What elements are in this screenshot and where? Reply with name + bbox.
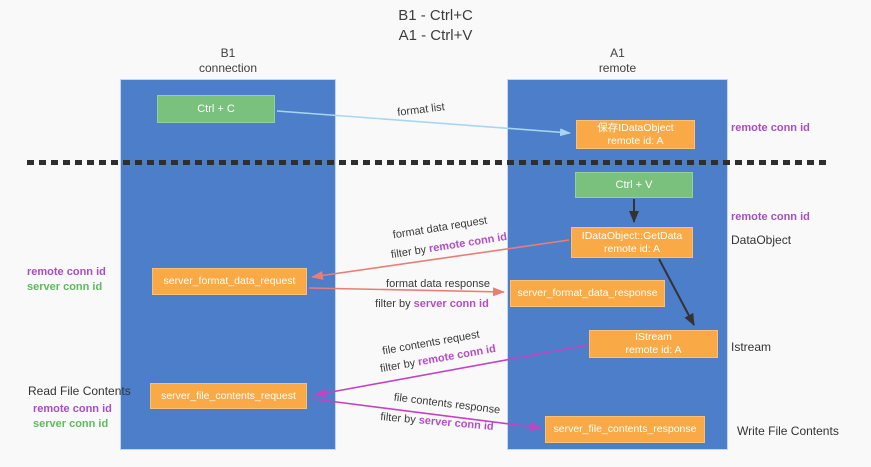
ctrl-v-label: Ctrl + V <box>615 179 653 191</box>
save-idataobject-line1: 保存IDataObject <box>597 121 674 134</box>
server-format-data-request-box: server_format_data_request <box>152 268 307 295</box>
column-b1-name: B1 <box>220 46 236 60</box>
title-line-2: A1 - Ctrl+V <box>398 27 473 44</box>
column-header-b1: B1 connection <box>120 46 336 76</box>
title-line-1: B1 - Ctrl+C <box>398 7 473 24</box>
column-b1-subtitle: connection <box>198 61 258 75</box>
column-a1-subtitle: remote <box>598 61 637 75</box>
istream-box: IStream remote id: A <box>589 330 718 358</box>
istream-side-label: Istream <box>731 340 772 354</box>
server-file-contents-request-label: server_file_contents_request <box>161 389 296 402</box>
filter-by-text: filter by <box>375 298 411 310</box>
format-data-response-label: format data response <box>386 278 490 290</box>
dataobject-label: DataObject <box>731 233 792 247</box>
save-idataobject-line2: remote id: A <box>607 134 664 147</box>
server-conn-id-highlight: server conn id <box>413 298 489 310</box>
filter-by-text: filter by <box>379 357 417 376</box>
remote-conn-id-label-top: remote conn id <box>731 122 810 134</box>
filter-by-text: filter by <box>390 243 428 262</box>
dashed-separator <box>27 160 830 165</box>
read-file-contents-label: Read File Contents <box>28 384 131 398</box>
remote-conn-id-label-left-1: remote conn id <box>27 266 106 278</box>
ctrl-c-box: Ctrl + C <box>157 95 275 123</box>
server-conn-id-highlight: server conn id <box>418 414 495 433</box>
ctrl-c-label: Ctrl + C <box>197 103 235 115</box>
server-file-contents-response-box: server_file_contents_response <box>545 416 705 443</box>
getdata-line1: IDataObject::GetData <box>581 229 683 242</box>
server-format-data-response-label: server_format_data_response <box>517 287 658 299</box>
ctrl-v-box: Ctrl + V <box>575 172 693 198</box>
getdata-line2: remote id: A <box>603 242 661 255</box>
server-file-contents-response-label: server_file_contents_response <box>553 423 697 435</box>
diagram-title: B1 - Ctrl+C A1 - Ctrl+V <box>0 6 871 46</box>
write-file-contents-label: Write File Contents <box>737 424 839 438</box>
server-format-data-request-label: server_format_data_request <box>163 275 296 287</box>
remote-conn-id-highlight: remote conn id <box>428 230 508 256</box>
server-file-contents-request-box: server_file_contents_request <box>150 383 307 409</box>
server-format-data-response-box: server_format_data_response <box>510 280 665 307</box>
remote-conn-id-label-left-2: remote conn id <box>33 403 112 415</box>
column-a1-name: A1 <box>610 46 625 60</box>
server-conn-id-label-left-1: server conn id <box>27 281 103 293</box>
save-idataobject-box: 保存IDataObject remote id: A <box>576 120 695 149</box>
filter-by-text: filter by <box>379 411 417 427</box>
istream-line2: remote id: A <box>625 344 682 356</box>
remote-conn-id-label-2: remote conn id <box>731 211 810 223</box>
idataobject-getdata-box: IDataObject::GetData remote id: A <box>571 227 693 258</box>
server-conn-id-label-left-2: server conn id <box>33 418 109 430</box>
format-list-label: format list <box>396 101 446 119</box>
column-header-a1: A1 remote <box>507 46 728 76</box>
istream-line1: IStream <box>635 331 672 343</box>
